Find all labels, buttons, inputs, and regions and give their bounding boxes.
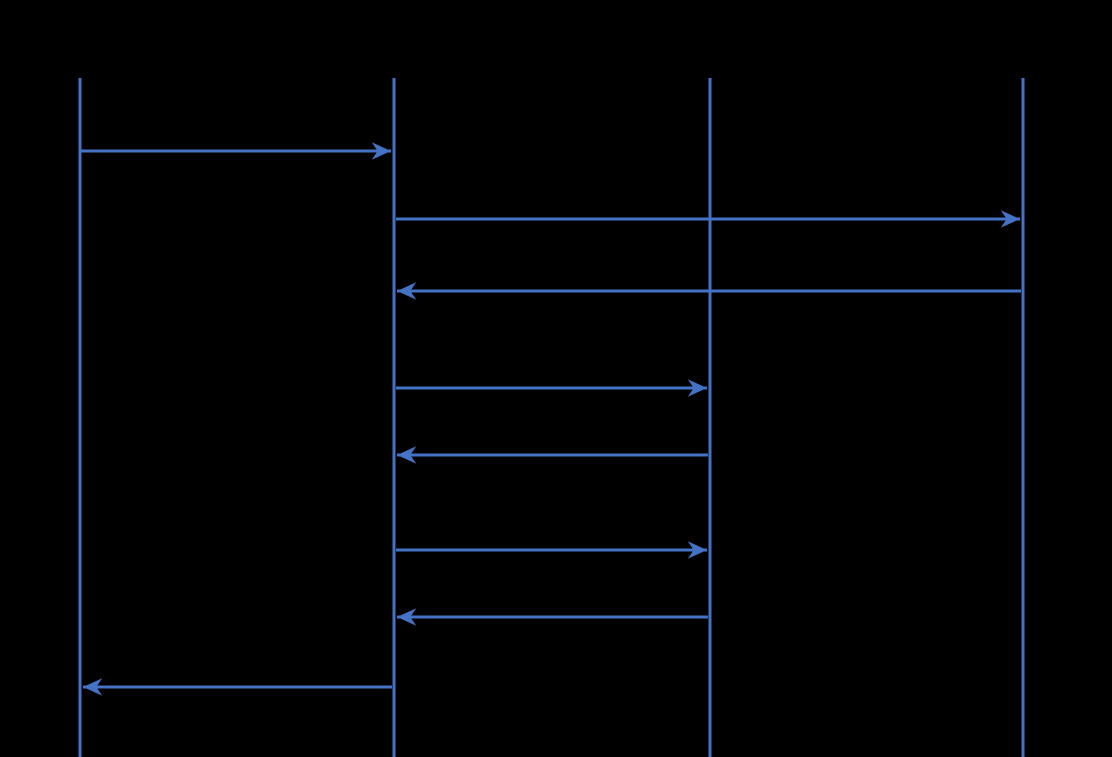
lifelines-group	[78, 78, 1025, 757]
messages-group	[81, 142, 1021, 696]
